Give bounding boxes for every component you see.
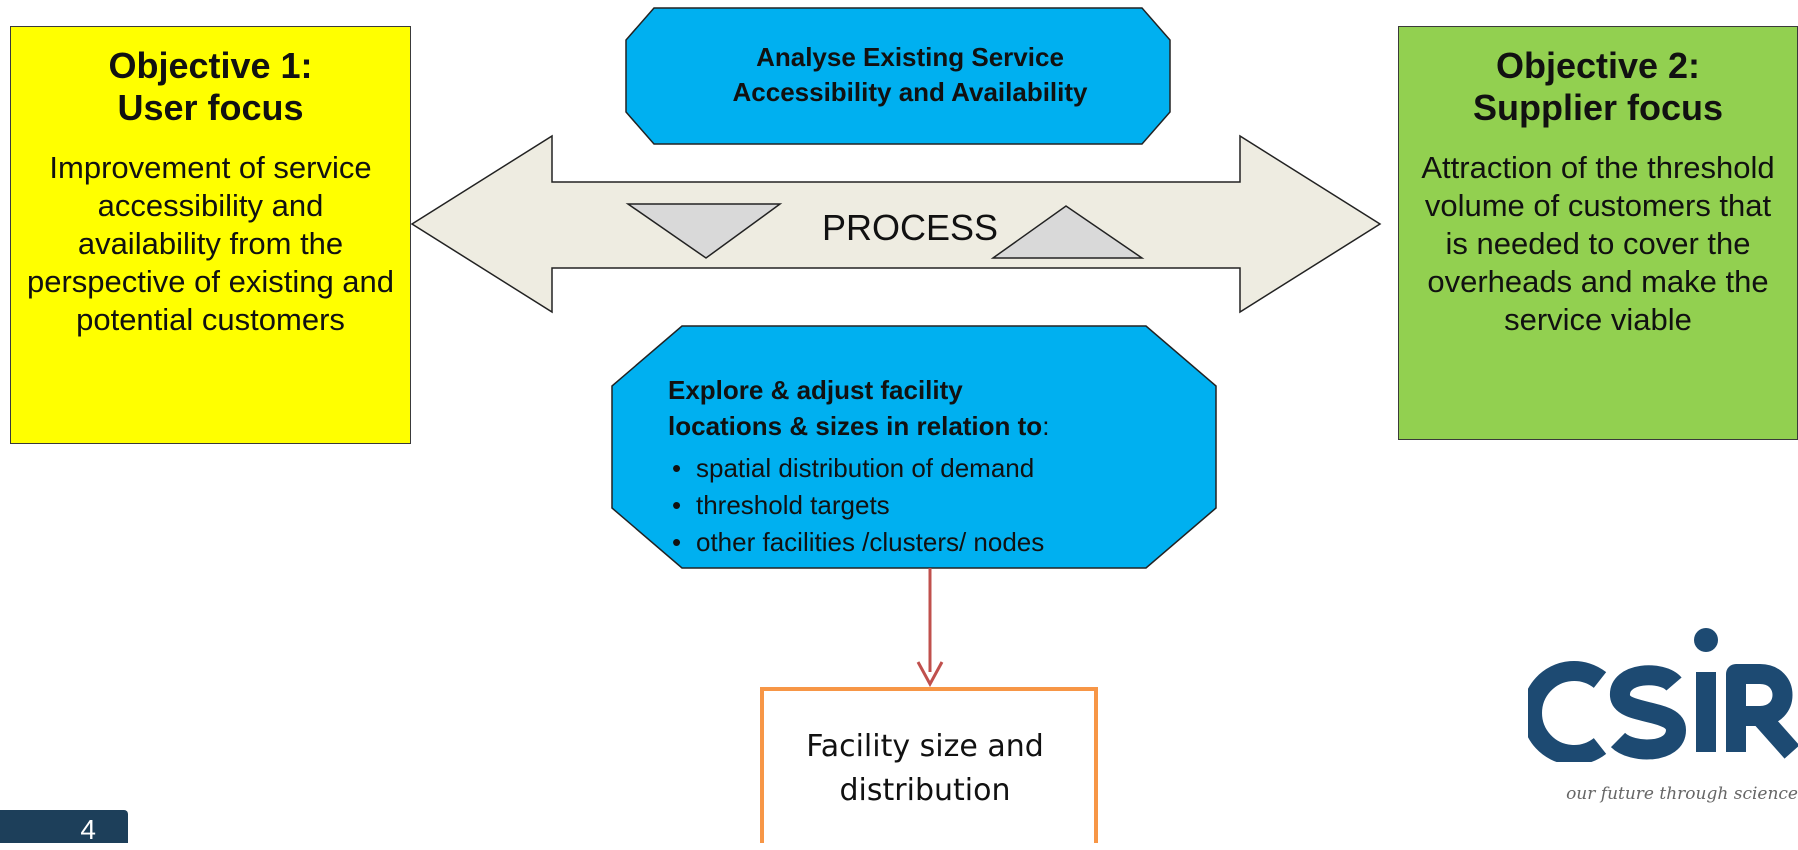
explore-box-list: spatial distribution of demand threshold… bbox=[668, 450, 1188, 561]
objective-2-title-line1: Objective 2: bbox=[1495, 45, 1701, 86]
analyse-box-label: Analyse Existing Service Accessibility a… bbox=[650, 40, 1170, 110]
down-triangle-shape bbox=[625, 203, 783, 259]
objective-2-title: Objective 2: Supplier focus bbox=[1399, 45, 1797, 129]
explore-heading-line2: locations & sizes in relation to bbox=[668, 411, 1043, 441]
analyse-box-line2: Accessibility and Availability bbox=[732, 77, 1088, 107]
objective-1-title-line1: Objective 1: bbox=[108, 45, 313, 86]
logo-tagline: our future through science bbox=[1566, 784, 1798, 804]
csir-logo-icon bbox=[1528, 628, 1798, 762]
objective-2-body: Attraction of the threshold volume of cu… bbox=[1421, 150, 1775, 337]
process-label: PROCESS bbox=[821, 207, 999, 248]
explore-list-item: spatial distribution of demand bbox=[668, 450, 1188, 487]
analyse-box-line1: Analyse Existing Service bbox=[756, 42, 1064, 72]
objective-1-title: Objective 1: User focus bbox=[11, 45, 410, 129]
explore-box-heading: Explore & adjust facility locations & si… bbox=[668, 372, 1188, 444]
process-double-arrow bbox=[410, 134, 1382, 314]
explore-heading-colon: : bbox=[1042, 411, 1050, 441]
explore-list-item: threshold targets bbox=[668, 487, 1188, 524]
objective-2-box: Objective 2: Supplier focus Attraction o… bbox=[1398, 26, 1798, 440]
analyse-octagon-shape bbox=[625, 7, 1171, 145]
explore-heading-line1: Explore & adjust facility bbox=[668, 375, 963, 405]
objective-2-title-line2: Supplier focus bbox=[1472, 87, 1724, 128]
logo-dot bbox=[1694, 628, 1718, 652]
up-triangle-shape bbox=[990, 205, 1145, 259]
output-box-line1: Facility size and bbox=[806, 729, 1044, 764]
objective-1-title-line2: User focus bbox=[117, 87, 304, 128]
output-box-line2: distribution bbox=[839, 773, 1011, 808]
output-box-label: Facility size and distribution bbox=[765, 725, 1085, 813]
explore-list-item: other facilities /clusters/ nodes bbox=[668, 524, 1188, 561]
objective-1-body: Improvement of service accessibility and… bbox=[26, 150, 395, 337]
explore-heading-line2-wrap: locations & sizes in relation to: bbox=[668, 408, 1188, 444]
output-box-border bbox=[760, 687, 1098, 843]
page-number-badge: 4 bbox=[0, 810, 128, 845]
connector-arrowhead bbox=[916, 661, 944, 688]
objective-1-box: Objective 1: User focus Improvement of s… bbox=[10, 26, 411, 444]
